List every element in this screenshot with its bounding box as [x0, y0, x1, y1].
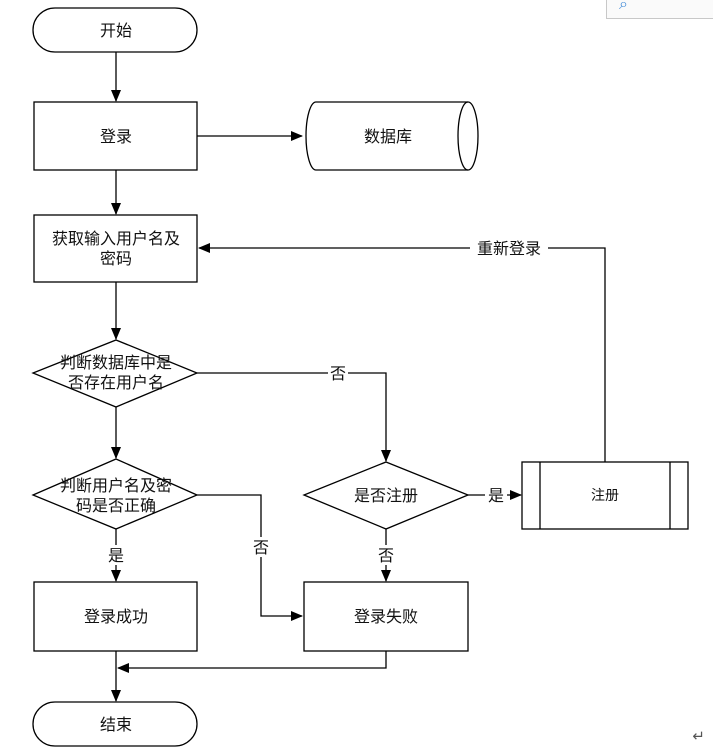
node-end-label: 结束	[100, 715, 132, 734]
edge-labels: 重新登录 否 是 是 否 否	[106, 238, 548, 565]
node-check-password[interactable]: 判断用户名及密 码是否正确	[31, 458, 199, 530]
process-shape	[33, 101, 198, 171]
edge-checkuser-askregister	[197, 372, 391, 462]
terminator-shape	[32, 7, 198, 53]
node-get-input-label-line2: 密码	[100, 249, 132, 268]
process-shape	[33, 581, 198, 652]
edge-fail-merge	[117, 651, 387, 673]
node-check-password-label-line2: 码是否正确	[76, 496, 156, 515]
node-login[interactable]: 登录	[33, 101, 198, 171]
node-register[interactable]: 注册	[521, 461, 689, 530]
node-database-label: 数据库	[364, 127, 412, 146]
node-start-label: 开始	[100, 21, 132, 40]
decision-shape	[302, 461, 470, 530]
edge-checkpwd-fail	[197, 494, 303, 621]
edge-label-register-no: 否	[378, 546, 394, 565]
paragraph-return-icon: ↵	[692, 727, 705, 745]
process-shape	[33, 214, 198, 283]
node-check-user[interactable]: 判断数据库中是 否存在用户名	[31, 339, 199, 408]
node-end[interactable]: 结束	[32, 701, 198, 747]
node-success[interactable]: 登录成功	[33, 581, 198, 652]
database-shape-edge	[457, 101, 469, 171]
decision-shape	[31, 458, 199, 530]
zoom-icon[interactable]: ⌕	[619, 0, 628, 13]
edge-label-pwd-yes: 是	[108, 546, 124, 565]
node-start[interactable]: 开始	[32, 7, 198, 53]
edge-label-user-no: 否	[330, 364, 346, 383]
edge-label-relogin: 重新登录	[477, 239, 541, 258]
edge-register-relogin	[198, 243, 606, 462]
node-fail[interactable]: 登录失败	[303, 581, 469, 652]
node-get-input-label-line1: 获取输入用户名及	[52, 229, 180, 248]
node-get-input[interactable]: 获取输入用户名及 密码	[33, 214, 198, 283]
node-register-label: 注册	[591, 488, 619, 504]
node-fail-label: 登录失败	[354, 607, 418, 626]
node-database[interactable]: 数据库	[305, 101, 479, 171]
node-check-user-label-line1: 判断数据库中是	[60, 353, 172, 372]
node-check-password-label-line1: 判断用户名及密	[60, 476, 172, 495]
node-ask-register[interactable]: 是否注册	[302, 461, 470, 530]
edge-label-register-yes: 是	[488, 486, 504, 505]
decision-shape	[31, 339, 199, 408]
node-ask-register-label: 是否注册	[354, 486, 418, 505]
node-login-label: 登录	[100, 127, 132, 146]
terminator-shape	[32, 701, 198, 747]
edge-label-pwd-no: 否	[253, 538, 269, 557]
node-check-user-label-line2: 否存在用户名	[68, 373, 164, 392]
toolbar-corner: ⌕	[606, 0, 713, 19]
subprocess-shape	[521, 461, 689, 530]
process-shape	[303, 581, 469, 652]
node-success-label: 登录成功	[84, 607, 148, 626]
